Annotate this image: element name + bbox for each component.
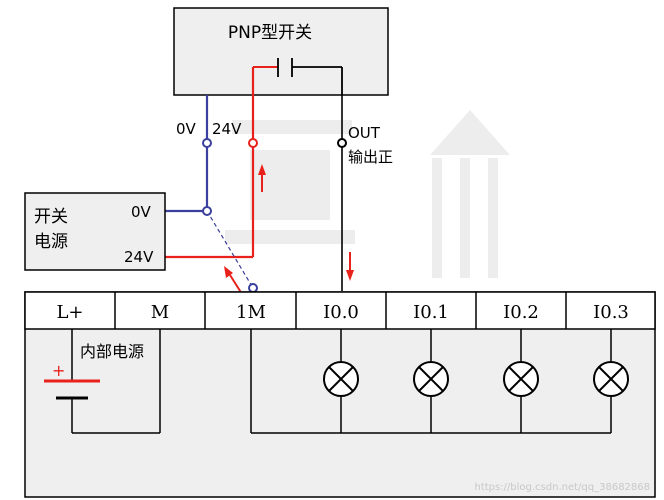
out-pin-circle	[337, 138, 347, 148]
zero-v-wire	[165, 95, 209, 213]
switch-contact-symbol	[253, 58, 343, 95]
battery-icon	[44, 379, 100, 400]
terminal-i0-2: I0.2	[503, 302, 539, 323]
sensor-out-desc: 输出正	[348, 148, 393, 166]
pnp-switch-box	[173, 7, 389, 96]
sensor-out-label: OUT	[348, 124, 381, 142]
battery-plus-sign: +	[52, 361, 65, 380]
v24-wire	[165, 67, 255, 259]
lamp-i0-1-icon	[413, 361, 449, 397]
power-supply-24v-label: 24V	[124, 248, 154, 266]
terminal-i0-0: I0.0	[323, 302, 359, 323]
power-supply-zero-v-label: 0V	[131, 203, 152, 221]
plc-terminal-strip	[24, 291, 656, 330]
terminal-i0-1: I0.1	[413, 302, 449, 323]
lamp-i0-0-icon	[323, 361, 359, 397]
dashed-link-0v-1m	[206, 210, 254, 289]
supply-zero-v-junction	[202, 206, 212, 216]
sensor-24v-label: 24V	[212, 120, 242, 138]
input-circuit-wiring	[250, 329, 612, 434]
lamp-i0-2-icon	[503, 361, 539, 397]
terminal-l-plus: L+	[56, 302, 83, 323]
terminal-dividers	[114, 292, 567, 329]
current-arrow-diagonal-icon	[224, 266, 243, 295]
sensor-zero-v-label: 0V	[176, 120, 197, 138]
watermark-url: https://blog.csdn.net/qq_38682868	[474, 482, 650, 493]
zero-v-pin-circle	[202, 138, 212, 148]
one-m-junction	[248, 283, 258, 293]
internal-power-label: 内部电源	[80, 342, 144, 361]
background-watermark-logo	[225, 110, 510, 278]
lamp-i0-3-icon	[593, 361, 629, 397]
terminal-i0-3: I0.3	[593, 302, 629, 323]
current-arrow-down-icon	[346, 252, 354, 281]
terminal-m: M	[151, 302, 169, 323]
v24-pin-circle	[248, 138, 258, 148]
power-supply-title-line1: 开关	[34, 207, 68, 227]
terminal-labels: L+ M 1M I0.0 I0.1 I0.2 I0.3	[56, 302, 628, 323]
power-supply-box	[24, 192, 166, 271]
terminal-1m: 1M	[236, 302, 266, 323]
pnp-switch-title: PNP型开关	[228, 23, 312, 43]
power-supply-title-line2: 电源	[34, 232, 68, 252]
current-arrow-up-icon	[258, 164, 266, 192]
internal-power-wiring	[71, 329, 161, 434]
